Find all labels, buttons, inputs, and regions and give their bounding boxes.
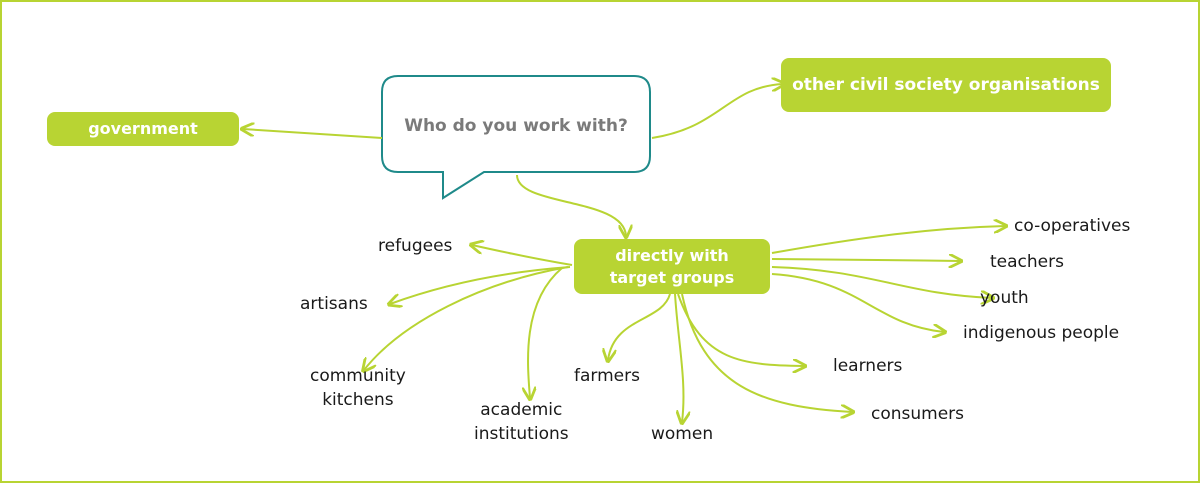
community-kitchens-line1: community	[310, 366, 406, 386]
arrow-to-consumers	[681, 293, 852, 412]
csos-label: other civil society organisations	[792, 75, 1100, 95]
youth-label: youth	[980, 288, 1029, 308]
refugees-label: refugees	[378, 236, 453, 256]
government-box: government	[47, 112, 239, 146]
question-text: Who do you work with?	[404, 116, 628, 136]
arrow-to-women	[674, 293, 683, 422]
arrow-to-refugees	[472, 245, 573, 266]
arrow-to-farmers	[608, 293, 671, 360]
academic-line1: academic	[480, 400, 563, 420]
academic-line2: institutions	[474, 424, 569, 444]
arrow-to-teachers	[771, 259, 960, 261]
direct-label-line2: target groups	[609, 267, 735, 287]
arrow-to-direct-groups	[516, 174, 626, 236]
women-label: women	[651, 424, 714, 444]
farmers-label: farmers	[574, 366, 640, 386]
arrow-to-government	[243, 129, 383, 139]
indigenous-people-label: indigenous people	[963, 323, 1120, 343]
government-label: government	[88, 119, 198, 138]
arrow-to-artisans	[390, 266, 571, 304]
community-kitchens-label: community kitchens	[310, 364, 406, 412]
consumers-label: consumers	[871, 404, 965, 424]
arrow-to-community-kitchens	[364, 266, 569, 370]
arrow-to-cooperatives	[771, 226, 1005, 254]
community-kitchens-line2: kitchens	[322, 390, 394, 410]
arrow-to-youth	[771, 266, 992, 298]
arrow-to-learners	[677, 293, 804, 366]
cooperatives-label: co-operatives	[1014, 216, 1131, 236]
csos-box: other civil society organisations	[781, 58, 1111, 112]
direct-target-groups-box: directly with target groups	[574, 239, 770, 294]
arrow-to-academic	[528, 267, 563, 398]
direct-label-line1: directly with	[615, 245, 729, 265]
artisans-label: artisans	[300, 294, 368, 314]
arrow-to-csos	[651, 84, 783, 139]
learners-label: learners	[833, 356, 903, 376]
teachers-label: teachers	[990, 252, 1064, 272]
arrow-to-indigenous	[771, 273, 944, 332]
academic-institutions-label: academic institutions	[474, 398, 569, 446]
speech-bubble-shape	[381, 75, 651, 200]
